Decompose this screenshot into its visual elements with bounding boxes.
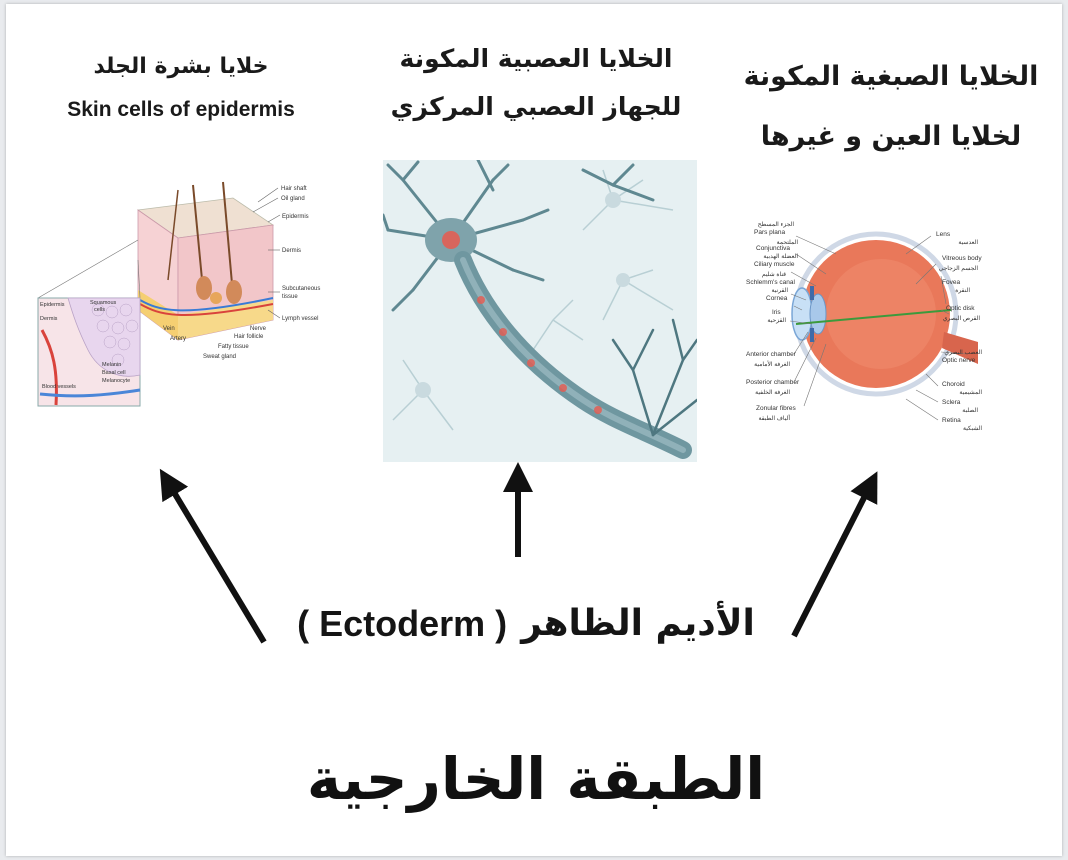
eye-label-ciliary: Ciliary muscle <box>754 261 795 268</box>
skin-label-hair-shaft: Hair shaft <box>281 186 307 192</box>
neuron-bg-cell-2 <box>616 273 630 287</box>
skin-inset-label-cells: cells <box>94 307 105 313</box>
eye-label-iris-ar: القزحية <box>767 317 786 324</box>
neuron-illustration <box>383 160 697 462</box>
skin-inset-label-epidermis: Epidermis <box>40 302 65 308</box>
skin-label-tissue: tissue <box>282 294 298 300</box>
eye-label-conjunctiva: Conjunctiva <box>756 245 790 252</box>
skin-label-lymph-vessel: Lymph vessel <box>282 316 318 322</box>
neuron-bg-cell-3 <box>415 382 431 398</box>
skin-inset-label-melanin: Melanin <box>102 362 121 368</box>
eye-label-pars-plana: Pars plana <box>754 229 785 236</box>
eye-label-choroid: Choroid <box>942 381 965 388</box>
skin-inset-label-blood-vessels: Blood vessels <box>42 384 76 390</box>
slide: خلايا بشرة الجلد Skin cells of epidermis… <box>6 4 1062 856</box>
eye-iris-lower <box>810 328 814 342</box>
eye-diagram: Pars plana Conjunctiva Ciliary muscle Sc… <box>746 214 986 434</box>
skin-label-epidermis: Epidermis <box>282 214 309 220</box>
eye-title-line1: الخلايا الصبغية المكونة <box>741 60 1041 94</box>
arrow-to-eye <box>794 482 872 636</box>
eye-label-zonular: Zonular fibres <box>756 405 796 412</box>
neuron-nucleus <box>442 231 460 249</box>
skin-inset-label-melanocyte: Melanocyte <box>102 378 130 384</box>
skin-title-arabic: خلايا بشرة الجلد <box>66 50 296 84</box>
skin-inset-label-dermis: Dermis <box>40 316 58 322</box>
ectoderm-label-english: ( Ectoderm ) <box>297 602 507 646</box>
skin-follicle-2 <box>226 280 242 304</box>
eye-label-ciliary-ar: العضلة الهدبية <box>763 253 798 260</box>
eye-label-conjunctiva-ar: الملتحمة <box>777 239 799 246</box>
main-title: الطبقة الخارجية <box>236 739 836 819</box>
skin-label-oil-gland: Oil gland <box>281 196 305 202</box>
skin-title-english: Skin cells of epidermis <box>46 98 316 122</box>
skin-label-sweat-gland: Sweat gland <box>203 354 236 360</box>
ectoderm-label-arabic: الأديم الظاهر <box>521 602 755 646</box>
eye-label-anterior: Anterior chamber <box>746 351 797 358</box>
eye-label-anterior-ar: الغرفة الأمامية <box>754 359 790 368</box>
eye-label-sclera-ar: الصلبة <box>962 407 978 414</box>
eye-label-cornea: Cornea <box>766 295 788 302</box>
skin-follicle-1 <box>196 276 212 300</box>
arrow-to-skin <box>166 479 264 642</box>
skin-label-hair-follicle: Hair follicle <box>234 334 264 340</box>
eye-label-fovea-ar: النقرة <box>955 287 970 294</box>
eye-label-optic-disk: Optic disk <box>946 305 975 312</box>
eye-label-optic-nerve: Optic nerve <box>942 357 976 364</box>
neuron-background <box>383 160 697 462</box>
skin-inset-label-basal-cell: Basal cell <box>102 370 126 376</box>
eye-label-optic-nerve-ar: العصب البصري <box>944 349 982 356</box>
eye-label-optic-disk-ar: القرص البصري <box>943 315 981 322</box>
eye-label-posterior: Posterior chamber <box>746 379 800 386</box>
eye-label-fovea: Fovea <box>942 279 960 286</box>
neuron-bg-cell-1 <box>605 192 621 208</box>
skin-inset-connector-1 <box>38 240 138 298</box>
eye-title-line2: لخلايا العين و غيرها <box>741 120 1041 154</box>
skin-sweat-gland <box>210 292 222 304</box>
eye-label-schlemm-ar: قناة شليم <box>762 271 786 278</box>
neuron-title-line2: للجهاز العصبي المركزي <box>366 90 706 124</box>
skin-label-artery: Artery <box>170 336 186 342</box>
eye-label-posterior-ar: الغرفة الخلفية <box>755 389 790 396</box>
eye-label-zonular-ar: ألياف الطبقة <box>759 413 791 422</box>
eye-label-retina-ar: الشبكية <box>963 425 982 432</box>
eye-vitreous <box>826 259 936 369</box>
eye-label-sclera: Sclera <box>942 399 961 406</box>
skin-label-vein: Vein <box>163 326 175 332</box>
skin-inset-label-squamous: Squamous <box>90 300 117 306</box>
eye-label-cornea-ar: القرنية <box>771 287 788 294</box>
eye-label-schlemm: Schlemm's canal <box>746 279 795 286</box>
eye-iris <box>810 286 814 300</box>
eye-label-vitreous-ar: الجسم الزجاجي <box>939 265 979 272</box>
eye-label-choroid-ar: المشيمية <box>959 389 982 396</box>
eye-label-vitreous: Vitreous body <box>942 255 982 262</box>
eye-label-pars-plana-ar: الجزء المسطح <box>758 221 795 228</box>
neuron-title-line1: الخلايا العصبية المكونة <box>366 42 706 76</box>
skin-label-subcutaneous: Subcutaneous <box>282 286 320 292</box>
ectoderm-label: ( Ectoderm ) الأديم الظاهر <box>286 602 766 646</box>
skin-label-dermis: Dermis <box>282 248 301 254</box>
skin-label-nerve: Nerve <box>250 326 267 332</box>
skin-diagram: Hair shaft Oil gland Epidermis Dermis Su… <box>28 180 328 420</box>
eye-label-lens: Lens <box>936 231 951 238</box>
eye-label-iris: Iris <box>772 309 781 316</box>
skin-label-fatty-tissue: Fatty tissue <box>218 344 249 350</box>
eye-label-lens-ar: العدسية <box>958 239 978 246</box>
eye-label-retina: Retina <box>942 417 961 424</box>
